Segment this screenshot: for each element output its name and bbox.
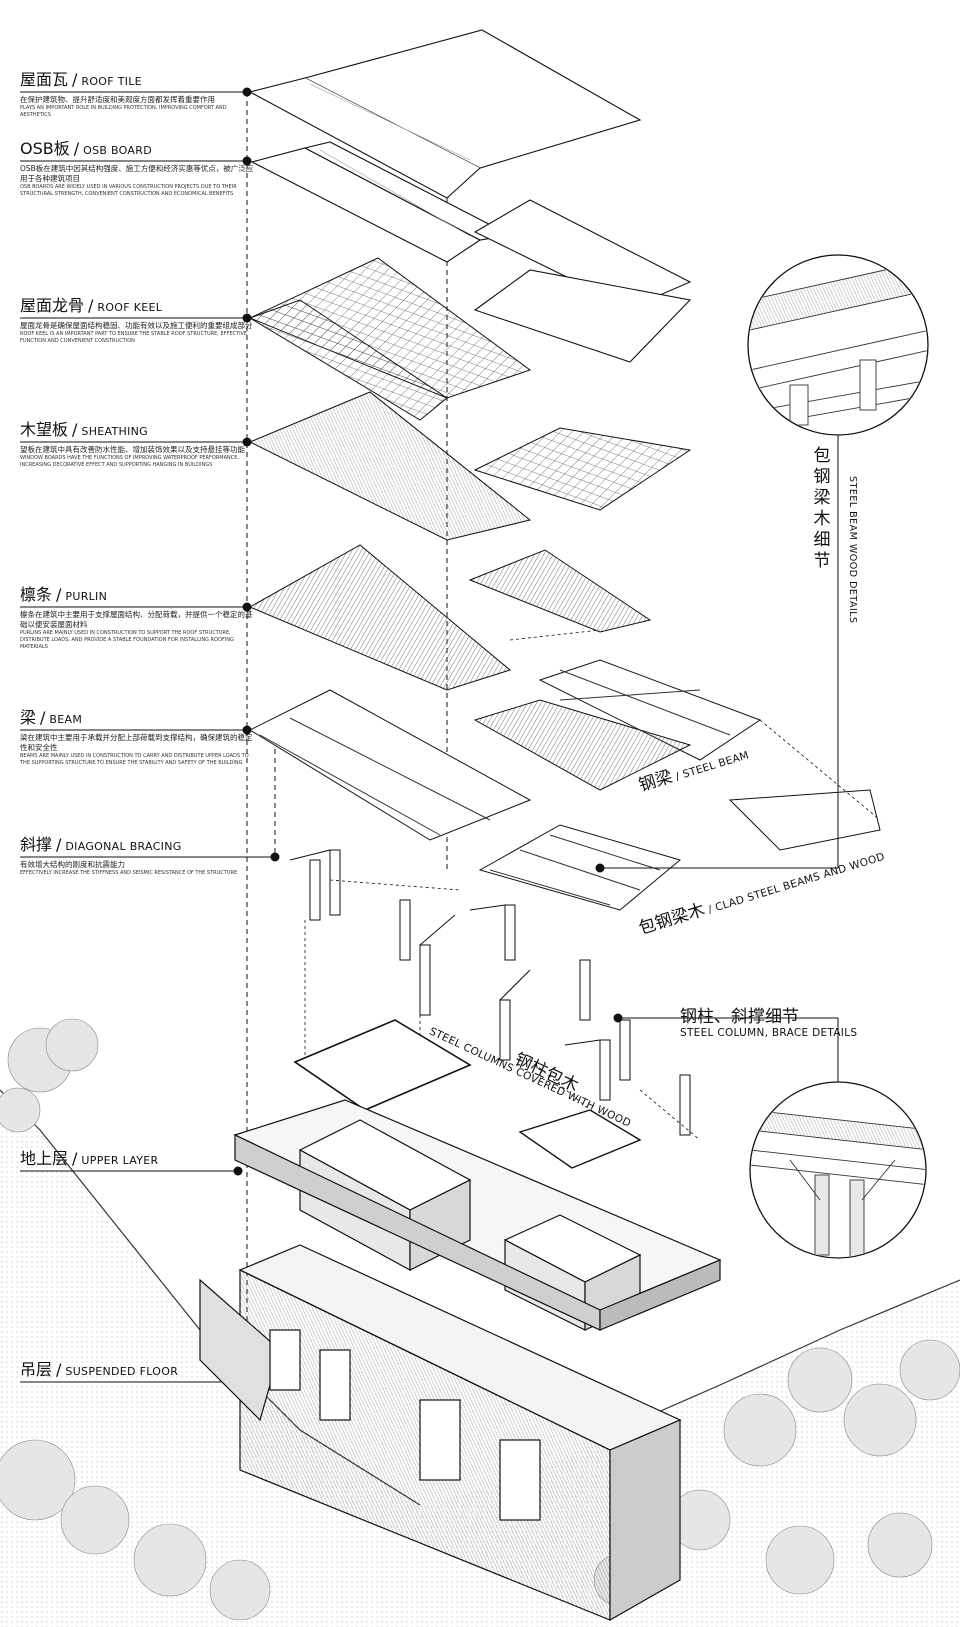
label-en: ROOF TILE (81, 75, 142, 88)
desc-cn: OSB板在建筑中因其结构强度、施工方便和经济实惠等优点，被广泛应用于各种建筑项目 (20, 164, 254, 183)
callout-beam-wood-details-cn: 包钢梁木细节 (813, 446, 831, 571)
label-en: OSB BOARD (83, 144, 152, 157)
desc-en: BEAMS ARE MAINLY USED IN CONSTRUCTION TO… (20, 753, 249, 766)
osb-board-layer (250, 141, 692, 363)
desc-en: EFFECTIVELY INCREASE THE STIFFNESS AND S… (20, 870, 238, 876)
desc-cn: 屋面龙骨是确保屋面结构稳固、功能有效以及施工便利的重要组成部分 (20, 321, 253, 330)
callout-beam-wood-details-en: STEEL BEAM WOOD DETAILS (847, 476, 858, 624)
label-diagonal-bracing: 斜撑/DIAGONAL BRACING 有效增大结构的刚度和抗震能力 EFFEC… (20, 835, 255, 877)
label-cn: 吊层 (20, 1360, 53, 1379)
label-osb-board: OSB板/OSB BOARD OSB板在建筑中因其结构强度、施工方便和经济实惠等… (20, 139, 254, 197)
label-en: PURLIN (65, 590, 108, 603)
label-cn: 屋面瓦 (20, 70, 69, 89)
label-cn: 屋面龙骨 (20, 296, 85, 315)
callout-column-details: 钢柱、斜撑细节 STEEL COLUMN, BRACE DETAILS (680, 1007, 858, 1039)
label-en: SHEATHING (81, 425, 148, 438)
desc-en: ROOF KEEL IS AN IMPORTANT PART TO ENSURE… (20, 331, 248, 344)
label-en: UPPER LAYER (81, 1154, 159, 1167)
label-roof-tile: 屋面瓦/ROOF TILE 在保护建筑物、提升舒适度和美观度方面都发挥着重要作用… (20, 70, 255, 119)
callout-lines (595, 410, 839, 1090)
desc-cn: 有效增大结构的刚度和抗震能力 (20, 860, 125, 869)
suspended-floor-building (199, 1244, 682, 1622)
column-brace-detail-circle (749, 1081, 927, 1259)
desc-cn: 檩条在建筑中主要用于支撑屋面结构、分配荷载，并提供一个稳定的基础以便安装屋面材料 (20, 610, 253, 629)
label-roof-keel: 屋面龙骨/ROOF KEEL 屋面龙骨是确保屋面结构稳固、功能有效以及施工便利的… (20, 296, 255, 345)
label-en: ROOF KEEL (97, 301, 163, 314)
label-cn: 木望板 (20, 420, 69, 439)
desc-en: WINDOW BOARDS HAVE THE FUNCTIONS OF IMPR… (20, 455, 239, 468)
label-en: DIAGONAL BRACING (65, 840, 182, 853)
roof-tile-layer (248, 29, 642, 199)
purlin-layer (248, 544, 762, 761)
beam-layer (248, 689, 881, 911)
upper-layer-building (233, 1019, 722, 1331)
desc-en: OSB BOARDS ARE WIDELY USED IN VARIOUS CO… (20, 184, 237, 197)
label-cn: 檩条 (20, 585, 53, 604)
label-cn: OSB板 (20, 139, 70, 158)
roof-keel-layer (248, 257, 532, 421)
sheathing-layer (248, 391, 692, 541)
desc-en: PLAYS AN IMPORTANT ROLE IN BUILDING PROT… (20, 105, 227, 118)
label-sheathing: 木望板/SHEATHING 望板在建筑中具有改善防水性能、增加装饰效果以及支持悬… (20, 420, 255, 469)
desc-en: PURLINS ARE MAINLY USED IN CONSTRUCTION … (20, 630, 234, 650)
label-cn: 斜撑 (20, 835, 53, 854)
columns-and-bracing (289, 849, 691, 1136)
label-cn: 地上层 (20, 1149, 69, 1168)
desc-cn: 在保护建筑物、提升舒适度和美观度方面都发挥着重要作用 (20, 95, 215, 104)
label-purlin: 檩条/PURLIN 檩条在建筑中主要用于支撑屋面结构、分配荷载，并提供一个稳定的… (20, 585, 255, 651)
desc-cn: 梁在建筑中主要用于承载并分配上部荷载到支撑结构，确保建筑的稳定性和安全性 (20, 733, 253, 752)
label-cn: 梁 (20, 708, 37, 727)
beam-wood-detail-circle (747, 254, 929, 436)
dashed-guides (304, 629, 881, 1141)
label-en: BEAM (49, 713, 83, 726)
label-upper-layer: 地上层/UPPER LAYER (20, 1149, 159, 1168)
desc-cn: 望板在建筑中具有改善防水性能、增加装饰效果以及支持悬挂等功能 (20, 445, 245, 454)
label-suspended-floor: 吊层/SUSPENDED FLOOR (20, 1360, 179, 1379)
label-beam: 梁/BEAM 梁在建筑中主要用于承载并分配上部荷载到支撑结构，确保建筑的稳定性和… (20, 708, 255, 767)
label-en: SUSPENDED FLOOR (65, 1365, 179, 1378)
